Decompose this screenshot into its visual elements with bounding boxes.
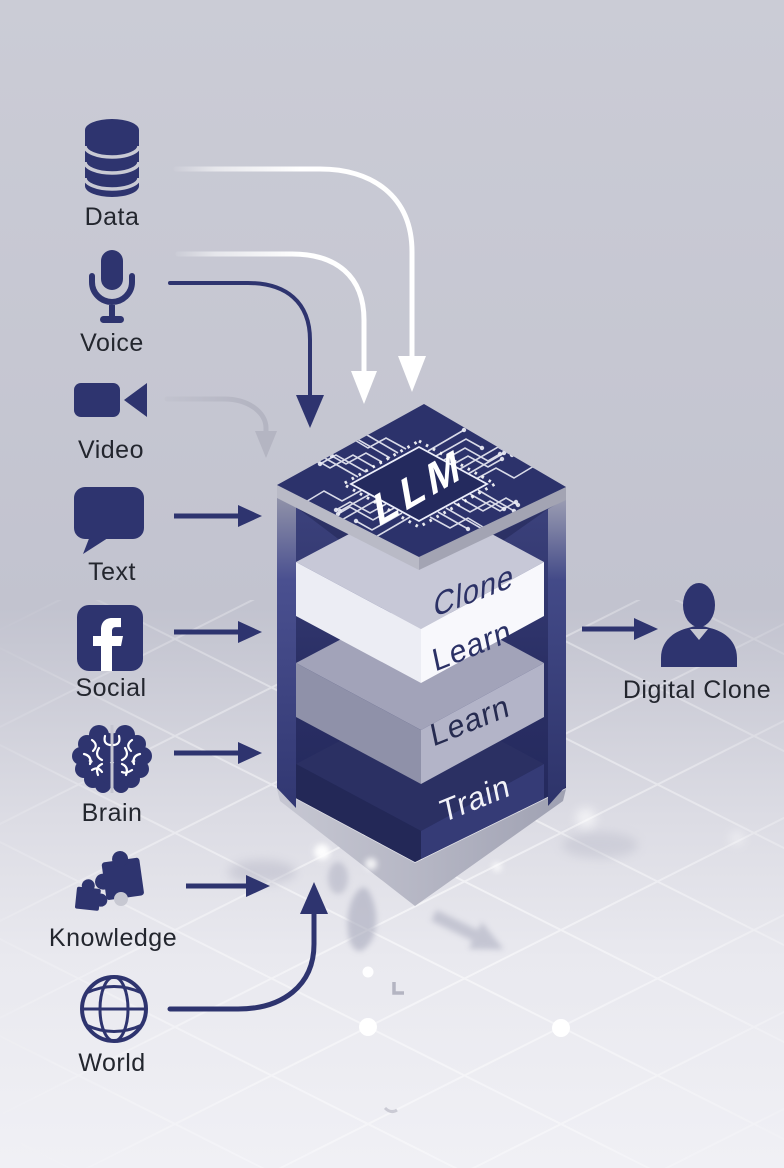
knowledge-arrow (186, 875, 270, 897)
source-label-voice: Voice (80, 329, 144, 357)
source-label-social: Social (75, 674, 147, 702)
box-base-rim (277, 789, 566, 906)
floor-dots (359, 966, 570, 1037)
box-walls (277, 496, 566, 808)
facebook-icon (77, 605, 143, 671)
database-icon (83, 119, 141, 197)
chip-pad-ring (339, 439, 499, 529)
chip-die (349, 445, 489, 523)
input-arrows-straight (174, 505, 658, 897)
text-arrow (174, 505, 262, 527)
brain-icon (72, 725, 152, 793)
social-arrow (174, 621, 262, 643)
output-arrow (582, 618, 658, 640)
video-arrow (164, 396, 277, 458)
voice-arrow (168, 281, 324, 428)
glow-highlights (314, 808, 744, 872)
source-label-video: Video (78, 436, 144, 464)
data-arrow (173, 166, 426, 392)
globe-icon (80, 975, 148, 1043)
input-arrows-curved (164, 166, 426, 1012)
microphone-icon (89, 250, 135, 323)
source-label-knowledge: Knowledge (48, 924, 178, 952)
source-label-text: Text (88, 558, 136, 586)
brain-arrow (174, 742, 262, 764)
source-label-data: Data (84, 203, 140, 231)
source-label-world: World (78, 1049, 146, 1077)
source-label-brain: Brain (81, 799, 143, 827)
person-icon (661, 583, 737, 667)
puzzle-icon (75, 851, 144, 911)
video-camera-icon (74, 383, 147, 417)
speech-bubble-icon (74, 487, 144, 554)
world-arrow (167, 882, 328, 1012)
output-label: Digital Clone (622, 676, 772, 704)
llm-chip (277, 404, 566, 570)
floor-shadows (228, 832, 638, 1114)
voice-arrow-white (175, 251, 377, 404)
